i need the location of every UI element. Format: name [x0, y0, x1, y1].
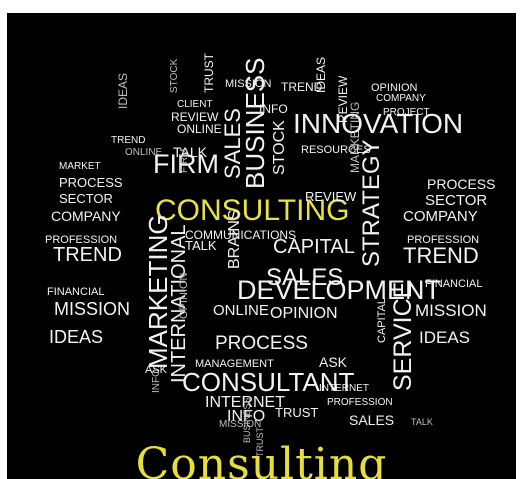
cloud-word: FIRM	[153, 149, 219, 179]
cloud-word: BRAINS	[226, 209, 243, 269]
cloud-word: TRUST	[202, 52, 216, 93]
cloud-word: SECTOR	[59, 191, 113, 206]
cloud-word: INFO	[151, 369, 162, 393]
cloud-word: INTERNET	[205, 394, 285, 411]
cloud-word: ASK	[145, 364, 168, 376]
cloud-word: STRATEGY	[358, 139, 385, 267]
cloud-word: TREND	[281, 80, 323, 94]
cloud-word: BUSINESS	[242, 397, 252, 443]
cloud-word: MARKET	[59, 161, 101, 172]
cloud-word: MISSION	[54, 299, 130, 319]
cloud-word: INFO	[259, 102, 288, 116]
cloud-word: SECTOR	[425, 192, 487, 209]
cloud-word: FINANCIAL	[47, 286, 104, 298]
cloud-word: MARKETING	[143, 214, 173, 369]
cloud-word: TREND	[53, 244, 122, 266]
cloud-word: CAPITAL	[376, 298, 388, 343]
cloud-word: ONLINE	[125, 147, 163, 158]
cloud-word: PROFESSION	[407, 234, 479, 246]
cloud-word: SERVICE	[389, 282, 417, 391]
cloud-word: OPINION	[178, 272, 190, 319]
word-cloud-poster: CONSULTING INNOVATION DEVELOPMENT CONSULTAN…	[7, 13, 516, 479]
cloud-word: INFO	[227, 408, 265, 425]
cloud-word: STOCK	[169, 58, 180, 93]
cloud-word: MARKETING	[348, 102, 362, 173]
cloud-word: TALK	[411, 417, 433, 427]
word-cloud: CONSULTING INNOVATION DEVELOPMENT CONSULTAN…	[45, 52, 495, 457]
cloud-word: ONLINE	[213, 302, 269, 319]
cloud-word: PROFESSION	[45, 234, 117, 246]
cloud-word: PROCESS	[59, 175, 123, 190]
cloud-word: INTERNATIONAL	[168, 224, 190, 383]
cloud-word: COMMUNICATIONS	[185, 228, 296, 242]
cloud-word: OPINION	[270, 305, 338, 322]
cloud-word: PROCESS	[215, 333, 308, 354]
cloud-word: PROJECT	[383, 107, 430, 118]
cloud-word: COMPANY	[403, 208, 478, 225]
cloud-word: TREND	[403, 243, 479, 268]
cloud-word: TRUST	[275, 405, 318, 420]
cloud-word: REVIEW	[336, 75, 350, 123]
cloud-word: OPINION	[371, 82, 418, 94]
cloud-word: MISSION	[415, 301, 487, 320]
cloud-word: CONSULTANT	[182, 367, 354, 397]
cloud-word: RESOURCES	[301, 144, 371, 156]
cloud-word: IDEAS	[419, 328, 470, 347]
cloud-word: IDEAS	[116, 73, 130, 109]
cloud-word: CONSULTING	[155, 194, 349, 227]
cloud-word: TALK	[173, 144, 208, 160]
cloud-word: PROFESSION	[327, 397, 393, 408]
cloud-word: PROCESS	[427, 176, 495, 192]
cloud-word: ASK	[319, 354, 348, 370]
cloud-word: IDEAS	[49, 327, 103, 347]
cloud-word: TRUST	[255, 427, 265, 457]
cloud-word: STOCK	[271, 120, 288, 175]
cloud-word: TREND	[111, 135, 145, 146]
cloud-word: MANAGEMENT	[195, 358, 274, 370]
cloud-word: FIRM	[179, 149, 190, 173]
cloud-word: SALES	[220, 108, 245, 179]
cloud-word: SALES	[349, 412, 394, 428]
cloud-word: MISSION	[225, 78, 272, 90]
cloud-word: IDEAS	[314, 57, 328, 93]
cloud-word: TALK	[185, 238, 217, 253]
cloud-word: INTERNET	[319, 383, 369, 394]
cloud-word: FINANCIAL	[425, 278, 482, 290]
cloud-word: CAPITAL	[273, 236, 355, 258]
cloud-word: DEVELOPMENT	[237, 275, 441, 305]
caption-title: Consulting	[135, 439, 388, 479]
cloud-word: COMPANY	[51, 208, 121, 224]
cloud-word: INNOVATION	[293, 108, 463, 139]
cloud-word: REVIEW	[171, 110, 219, 124]
cloud-word: COMPANY	[376, 93, 426, 104]
cloud-word: ONLINE	[177, 122, 222, 136]
cloud-word: SALES	[266, 264, 343, 291]
cloud-word: CLIENT	[177, 99, 213, 110]
cloud-word: BUSINESS	[240, 58, 270, 190]
cloud-word: MISSION	[219, 419, 261, 430]
cloud-word: REVIEW	[305, 189, 357, 204]
